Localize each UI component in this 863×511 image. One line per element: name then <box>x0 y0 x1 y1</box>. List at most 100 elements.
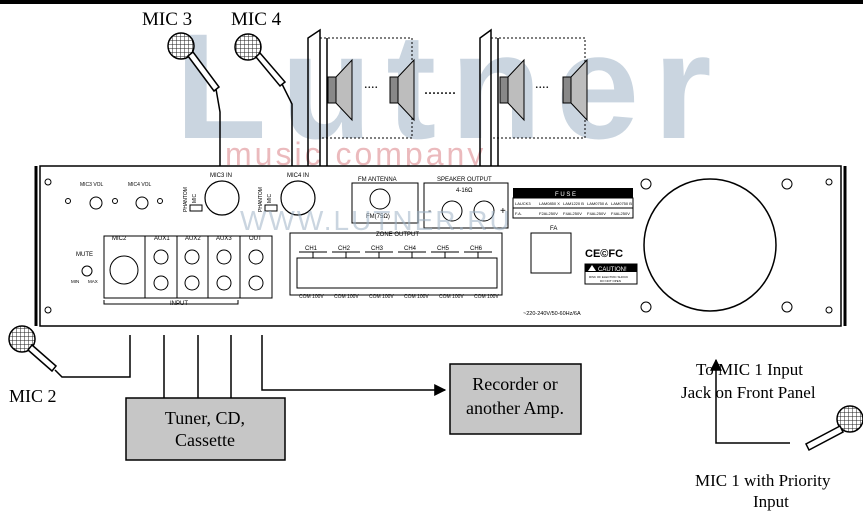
aux3-label: AUX3 <box>216 236 232 242</box>
aux2-label: AUX2 <box>185 236 201 242</box>
mic4-in-label: MIC4 IN <box>287 173 309 179</box>
zone-channel-bracket <box>464 251 492 258</box>
svg-text:Lutner: Lutner <box>175 2 726 170</box>
mic3-label: MIC 3 <box>142 9 192 30</box>
fuse-cell: LAM1220 B <box>563 201 584 206</box>
fm-ohm-label: FM(75Ω) <box>366 214 390 220</box>
fuse-cell: F4AL250V <box>563 211 582 216</box>
speaker-ohm-label: 4-16Ω <box>456 188 473 194</box>
sources-line1: Tuner, CD, <box>165 408 245 428</box>
mic4-label: MIC 4 <box>231 9 282 30</box>
mic1-microphone-icon <box>805 405 863 452</box>
fuse-cell: LAUCK3 <box>515 201 531 206</box>
zone-com-label: COM 100V <box>334 294 359 300</box>
front-panel-note-line1: To MIC 1 Input <box>696 360 803 379</box>
speaker-group-2: .... <box>479 28 588 168</box>
mute-max-label: MAX <box>88 279 98 284</box>
mic3-in-label: MIC3 IN <box>210 173 232 179</box>
mic2-label: MIC 2 <box>9 386 57 406</box>
zone-terminal-block <box>296 257 498 289</box>
speaker-minus: - <box>428 206 431 217</box>
zone-channel-label: CH5 <box>437 246 450 252</box>
fan-grill <box>643 178 777 312</box>
mute-knob-icon <box>81 265 93 277</box>
mic3-xlr-jack-icon <box>204 180 240 216</box>
fuse-cell: F4AL250V <box>611 211 630 216</box>
mute-min-label: MIN <box>71 279 79 284</box>
mic3-volume-knob-icon <box>65 196 103 210</box>
zone-com-label: COM 100V <box>369 294 394 300</box>
mute-label: MUTE <box>76 252 93 258</box>
mic4-vol-label: MIC4 VOL <box>128 182 152 188</box>
fuse-cell: LAM0750 B <box>611 201 632 206</box>
caution-small-1: RISK OF ELECTRIC SHOCK <box>589 275 628 279</box>
phantom-label-1: PHANTOM <box>183 187 189 212</box>
caution-small-2: DO NOT OPEN <box>600 279 621 283</box>
mic1-cable <box>710 358 790 444</box>
zone-output-label: ZONE OUTPUT <box>376 232 419 238</box>
fuse-cell: F.A. <box>515 211 522 216</box>
fuse-cell: F4AL250V <box>587 211 606 216</box>
fm-antenna-label: FM ANTENNA <box>358 177 397 183</box>
source-cables <box>163 335 447 398</box>
top-border <box>0 0 863 4</box>
speaker-icon <box>499 58 525 122</box>
fm-antenna-jack-icon <box>369 188 391 210</box>
out-label: OUT <box>249 236 262 242</box>
speaker-plus: + <box>500 206 506 217</box>
fa-label: FA <box>550 226 557 232</box>
phantom-switch-1 <box>189 204 203 212</box>
phantom-mic-label-1: MIC <box>192 193 198 203</box>
speaker-icon <box>327 58 353 122</box>
front-panel-note-line2: Jack on Front Panel <box>681 383 816 402</box>
mic4-microphone-icon <box>234 33 293 168</box>
phantom-label-2: PHANTOM <box>258 187 264 212</box>
sources-line2: Cassette <box>175 430 235 450</box>
zone-com-label: COM 100V <box>404 294 429 300</box>
mic3-microphone-icon <box>167 32 221 168</box>
phantom-mic-label-2: MIC <box>267 193 273 203</box>
power-label: ~220-240V/50-60Hz/6A <box>523 311 581 317</box>
speaker-output-jack-icon <box>473 200 495 222</box>
zone-channel-bracket <box>332 251 360 258</box>
mic1-label-line1: MIC 1 with Priority <box>695 471 831 490</box>
recorder-line2: another Amp. <box>466 398 564 418</box>
zone-channel-label: CH1 <box>305 246 318 252</box>
zone-channel-bracket <box>365 251 393 258</box>
speaker-dots: .... <box>535 77 549 92</box>
speaker-icon <box>389 58 415 122</box>
mic2-microphone-icon <box>8 325 131 378</box>
phantom-switch-2 <box>264 204 278 212</box>
zone-channel-label: CH4 <box>404 246 417 252</box>
aux-rca-jacks-icon <box>144 236 264 298</box>
fuse-cell: F2AL250V <box>539 211 558 216</box>
fuse-cell: LAM0750 A <box>587 201 608 206</box>
mic3-vol-label: MIC3 VOL <box>80 182 104 188</box>
tuner-cd-cassette-box <box>125 397 286 461</box>
recorder-amp-box <box>449 363 582 435</box>
certification-marks: CE©FC <box>585 248 623 260</box>
zone-com-label: COM 100V <box>474 294 499 300</box>
amplifier-rear-panel <box>34 165 847 327</box>
mic2-jack-label: MIC2 <box>112 236 127 242</box>
speaker-dots: .... <box>364 77 378 92</box>
zone-channel-label: CH2 <box>338 246 351 252</box>
caution-label: CAUTION! RISK OF ELECTRIC SHOCK DO NOT O… <box>584 263 638 285</box>
zone-channel-label: CH6 <box>470 246 483 252</box>
lutner-watermark-logo: Lutner <box>175 2 726 170</box>
zone-channel-bracket <box>398 251 426 258</box>
fa-box <box>530 232 572 274</box>
speaker-icon <box>562 58 588 122</box>
fuse-cell: LAM0850 X <box>539 201 560 206</box>
zone-channel-bracket <box>431 251 459 258</box>
zone-channel-label: CH3 <box>371 246 384 252</box>
mic1-label-line2: Input <box>753 492 789 511</box>
mic2-xlr-jack-icon <box>109 255 139 285</box>
fuse-header: F U S E <box>555 192 576 198</box>
speaker-group-dots: ........ <box>424 81 456 98</box>
zone-com-label: COM 100V <box>439 294 464 300</box>
zone-channel-bracket <box>299 251 327 258</box>
recorder-line1: Recorder or <box>472 374 557 394</box>
